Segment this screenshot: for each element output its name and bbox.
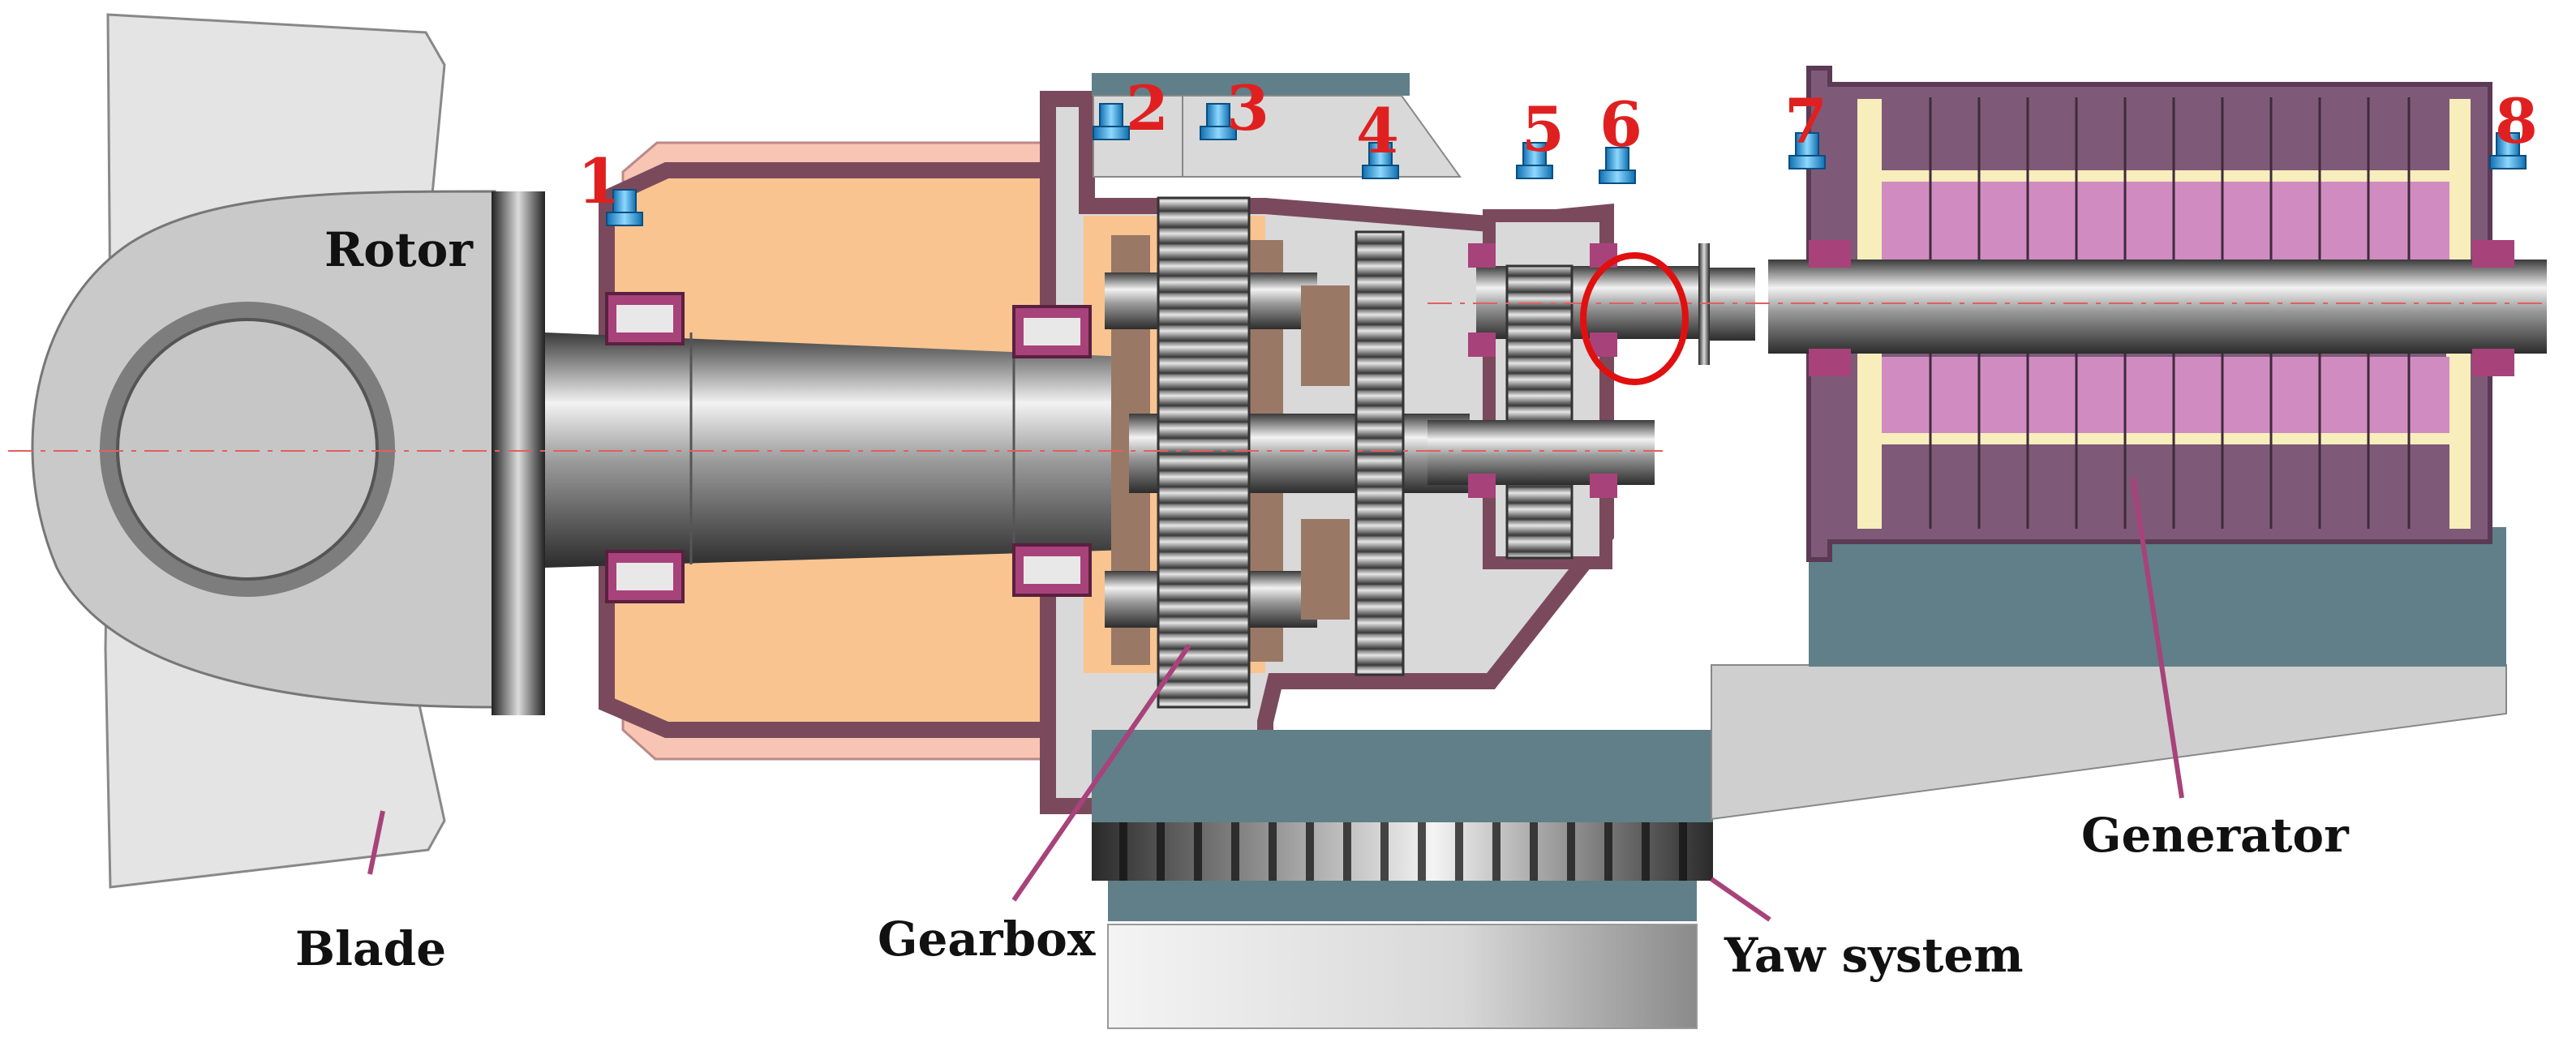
bedplate-front bbox=[1092, 730, 1713, 822]
high-speed-pinion bbox=[1505, 264, 1574, 560]
accelerometer-icon bbox=[606, 189, 643, 226]
stator-bottom bbox=[1882, 443, 2449, 529]
sensor-number-5: 5 bbox=[1522, 93, 1565, 165]
accelerometer-icon bbox=[1599, 147, 1636, 184]
hub-bore bbox=[116, 318, 379, 581]
ring-gear-planet bbox=[1157, 196, 1251, 709]
sensor-number-2: 2 bbox=[1126, 72, 1169, 144]
leader-lines bbox=[367, 478, 2184, 922]
air-gap-bottom bbox=[1882, 433, 2449, 444]
sensor-number-8: 8 bbox=[2495, 85, 2538, 157]
intermediate-housing-wall bbox=[1301, 285, 1350, 386]
yaw-bearing-teeth bbox=[1092, 822, 1713, 881]
label-gearbox: Gearbox bbox=[878, 912, 1096, 967]
rotor-core-top bbox=[1882, 178, 2449, 260]
sensor-number-7: 7 bbox=[1784, 85, 1827, 157]
bearing-icon bbox=[605, 292, 1092, 603]
accelerometer-icon bbox=[1362, 142, 1399, 179]
label-blade: Blade bbox=[295, 921, 446, 976]
bearing-icon bbox=[1468, 243, 1617, 498]
label-generator: Generator bbox=[2081, 808, 2350, 863]
high-speed-shaft-lower bbox=[1428, 420, 1655, 485]
stator-top bbox=[1882, 97, 2449, 178]
sensor-number-3: 3 bbox=[1226, 72, 1269, 144]
accelerometer-icon bbox=[2489, 132, 2527, 169]
tower bbox=[1107, 924, 1698, 1029]
generator-shaft bbox=[1768, 260, 2547, 354]
rotor-flange bbox=[492, 191, 545, 715]
yaw-bearing-lower bbox=[1108, 876, 1697, 921]
gearbox-top-frame bbox=[1092, 73, 1410, 96]
accelerometer-icon bbox=[1200, 103, 1237, 140]
air-gap-top bbox=[1882, 170, 2449, 182]
accelerometer-icon bbox=[1788, 132, 1826, 169]
label-rotor: Rotor bbox=[324, 222, 474, 277]
generator-bedplate bbox=[1711, 664, 2507, 821]
intermediate-housing-wall-lower bbox=[1301, 519, 1350, 620]
accelerometer-icon bbox=[1093, 103, 1130, 140]
accelerometer-icon bbox=[1516, 142, 1553, 179]
label-yaw-system: Yaw system bbox=[1724, 928, 2024, 983]
sensor-number-1: 1 bbox=[577, 145, 620, 217]
sensor-number-4: 4 bbox=[1356, 95, 1399, 167]
sensor-number-6: 6 bbox=[1599, 88, 1642, 161]
fault-circle-icon bbox=[1580, 252, 1689, 385]
intermediate-gear bbox=[1355, 230, 1405, 676]
bearing-icon bbox=[1809, 240, 2514, 376]
rotor-core-bottom bbox=[1882, 357, 2449, 443]
